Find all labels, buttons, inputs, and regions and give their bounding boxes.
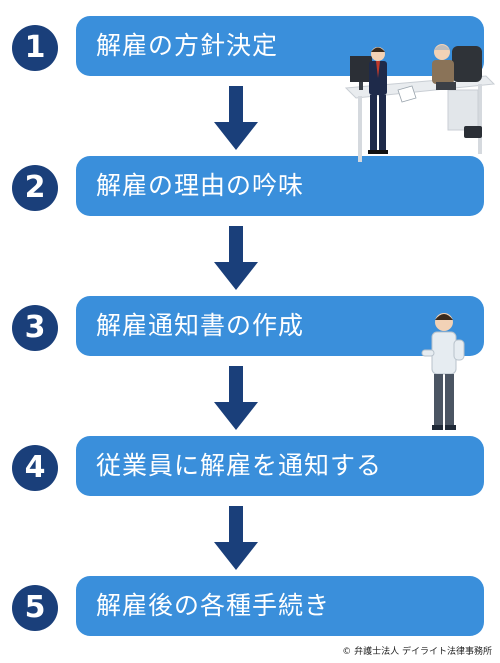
step-box-2: 解雇の理由の吟味: [76, 156, 484, 216]
office-meeting-illustration: [344, 44, 496, 162]
step-box-3: 解雇通知書の作成: [76, 296, 484, 356]
step-number-1: 1: [12, 25, 58, 71]
step-3: 3 解雇通知書の作成: [0, 296, 500, 356]
step-5: 5 解雇後の各種手続き: [0, 576, 500, 636]
step-label-5: 解雇後の各種手続き: [96, 591, 331, 620]
arrow-4-5: [214, 506, 258, 570]
step-4: 4 従業員に解雇を通知する: [0, 436, 500, 496]
step-box-4: 従業員に解雇を通知する: [76, 436, 484, 496]
arrow-2-3: [214, 226, 258, 290]
step-box-1: 解雇の方針決定: [76, 16, 484, 76]
step-label-4: 従業員に解雇を通知する: [96, 451, 383, 480]
step-number-4: 4: [12, 445, 58, 491]
step-label-3: 解雇通知書の作成: [96, 311, 305, 340]
arrow-1-2: [214, 86, 258, 150]
step-1: 1 解雇の方針決定: [0, 16, 500, 76]
step-box-5: 解雇後の各種手続き: [76, 576, 484, 636]
step-label-2: 解雇の理由の吟味: [96, 171, 305, 200]
step-number-2: 2: [12, 165, 58, 211]
step-label-1: 解雇の方針決定: [96, 31, 279, 60]
employee-illustration: [421, 313, 465, 430]
step-2: 2 解雇の理由の吟味: [0, 156, 500, 216]
step-number-5: 5: [12, 585, 58, 631]
arrow-3-4: [214, 366, 258, 430]
step-number-3: 3: [12, 305, 58, 351]
copyright-credit: © 弁護士法人 デイライト法律事務所: [342, 647, 492, 657]
